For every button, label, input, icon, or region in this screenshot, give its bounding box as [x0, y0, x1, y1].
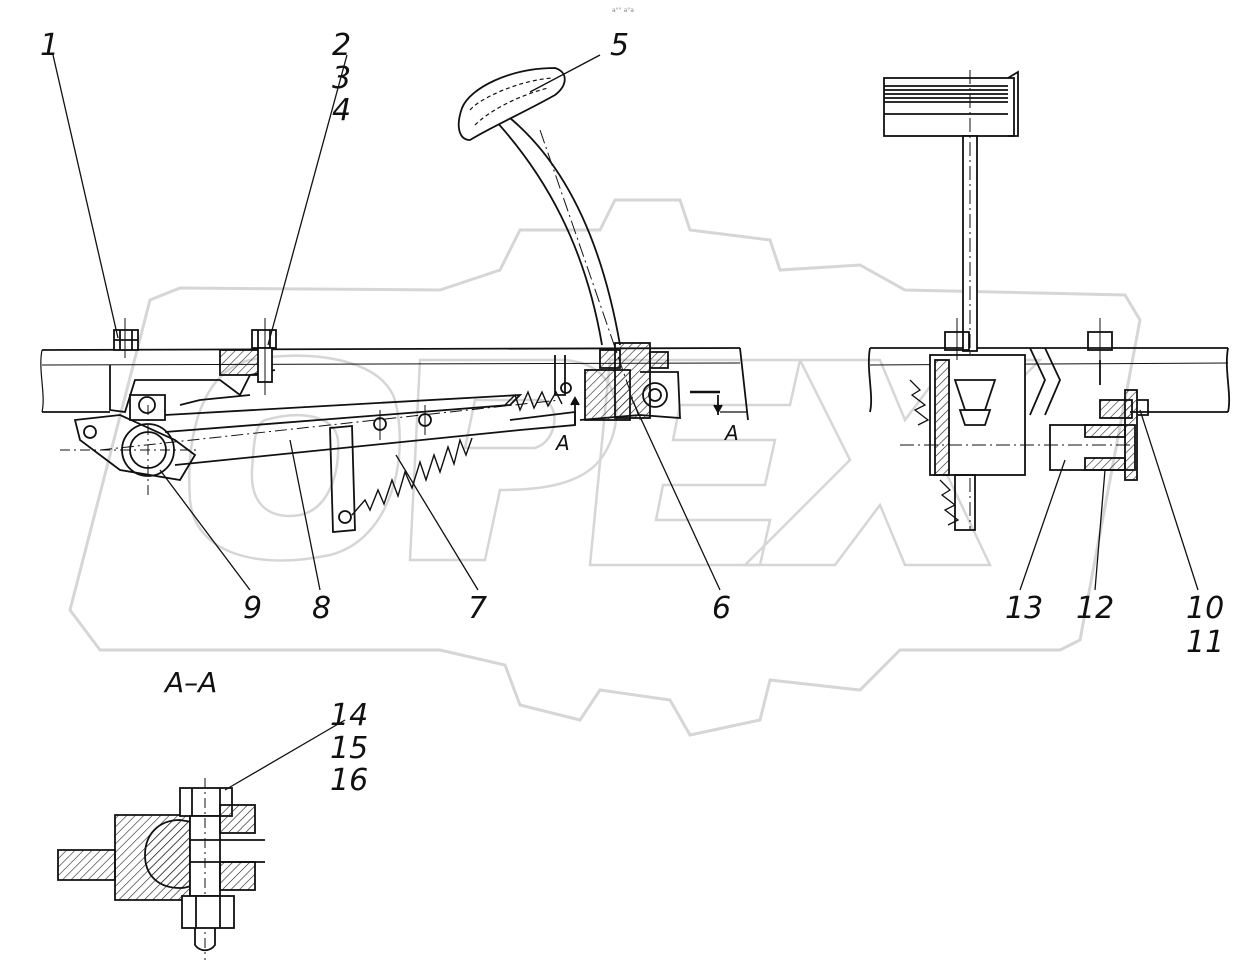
callout-11: 11: [1186, 625, 1224, 660]
return-link: [329, 425, 356, 533]
bolt-2: [251, 318, 277, 395]
callout-13: 13: [1005, 591, 1043, 626]
main-drawing: [40, 54, 1231, 960]
callout-5: 5: [610, 28, 629, 63]
section-mark-a-right: A: [723, 421, 739, 445]
pedal-pad: [457, 67, 566, 141]
callout-3: 3: [332, 61, 351, 96]
pedal-stalk-5: [494, 117, 651, 421]
floor-frame-right: [867, 347, 1231, 416]
callout-1: 1: [40, 28, 59, 63]
callout-16: 16: [330, 763, 368, 798]
brake-pedal-side-view: [883, 70, 1019, 530]
watermark-gear-outline: [68, 198, 1142, 737]
right-shaft-assembly: [1049, 318, 1149, 481]
callout-4: 4: [332, 93, 351, 128]
callout-10: 10: [1186, 591, 1224, 626]
callout-6: 6: [712, 591, 731, 626]
watermark-letter-o: [188, 354, 402, 562]
callout-labels: 1 2 3 4 5 6 7 8 9 10 11 12 13 14 15 16 A…: [40, 28, 1224, 798]
callout-15: 15: [330, 731, 368, 766]
pivot-assembly: [60, 394, 200, 495]
spring-7: [351, 390, 563, 516]
callout-2: 2: [332, 28, 351, 63]
callout-9: 9: [243, 591, 262, 626]
callout-12: 12: [1076, 591, 1114, 626]
callout-7: 7: [468, 591, 487, 626]
header-code: a°° a°a: [612, 7, 634, 14]
watermark-letter-x: [741, 358, 1044, 567]
section-a-a: [57, 778, 265, 960]
right-bracket: [900, 318, 1130, 531]
bolt-1: [113, 318, 139, 358]
section-mark-a-left: A: [554, 431, 570, 455]
callout-8: 8: [312, 591, 331, 626]
section-title-a-a: A–A: [163, 666, 217, 699]
leader-lines: [52, 54, 1199, 791]
callout-14: 14: [330, 698, 368, 733]
